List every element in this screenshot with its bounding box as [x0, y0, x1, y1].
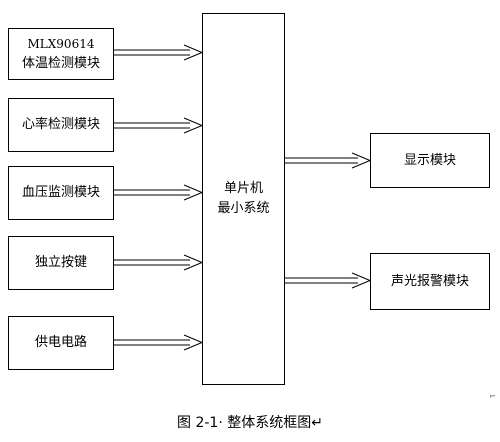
- arrow-mcu-to-alarm: [285, 272, 372, 289]
- independent-keys-label: 独立按键: [34, 255, 87, 270]
- power-supply-label: 供电电路: [34, 335, 87, 350]
- arrow-mcu-to-display: [285, 152, 372, 169]
- arrow-body-temp-to-mcu: [114, 44, 204, 61]
- arrow-keys-to-mcu: [114, 254, 204, 271]
- corner-mark: ⌐: [489, 392, 496, 401]
- body-temp-module-box: MLX90614 体温检测模块: [8, 28, 114, 80]
- arrow-heart-rate-to-mcu: [114, 117, 204, 134]
- independent-keys-box: 独立按键: [8, 236, 114, 290]
- mcu-minimum-system-box: 单片机 最小系统: [202, 13, 285, 385]
- heart-rate-module-box: 心率检测模块: [8, 98, 114, 152]
- body-temp-module-model: MLX90614: [27, 37, 95, 51]
- body-temp-module-label: 体温检测模块: [21, 56, 100, 71]
- alarm-module-box: 声光报警模块: [370, 253, 490, 310]
- display-module-box: 显示模块: [370, 133, 490, 188]
- arrow-blood-pressure-to-mcu: [114, 184, 204, 201]
- arrow-power-to-mcu: [114, 334, 204, 351]
- blood-pressure-module-label: 血压监测模块: [21, 185, 100, 200]
- blood-pressure-module-box: 血压监测模块: [8, 166, 114, 220]
- figure-caption: 图 2-1· 整体系统框图↵: [177, 415, 323, 431]
- mcu-label-line2: 最小系统: [217, 201, 270, 216]
- alarm-module-label: 声光报警模块: [390, 273, 469, 289]
- heart-rate-module-label: 心率检测模块: [21, 117, 100, 132]
- display-module-label: 显示模块: [403, 152, 456, 168]
- power-supply-box: 供电电路: [8, 316, 114, 370]
- mcu-label-line1: 单片机: [223, 181, 263, 196]
